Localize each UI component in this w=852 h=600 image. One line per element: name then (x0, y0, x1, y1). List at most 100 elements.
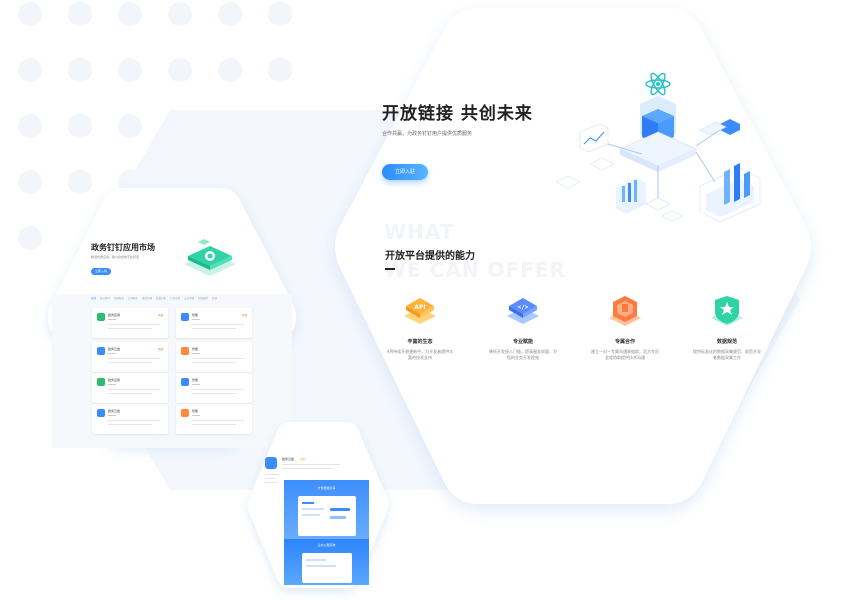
app-desc-line (192, 358, 244, 359)
app-desc-line (192, 362, 236, 363)
hero-subtitle: 合作共赢，为政务钉钉用户提供优质服务 (382, 131, 473, 137)
join-button[interactable]: 立即入驻 (382, 164, 428, 180)
screenshot-panel: 文件便捷共享 (284, 480, 369, 546)
feature-title: 数据规范 (716, 339, 737, 345)
feature-card: 专属合作 建立一对一专属沟通联络群，官方专员全程协助提供技术沟通 (590, 292, 660, 361)
feature-card: API 丰富的生态 API持续开放更新中，为开发者提供丰富的技术支持 (385, 292, 455, 361)
app-card[interactable]: 智能 (176, 373, 252, 403)
app-desc-line (192, 328, 236, 329)
app-desc-line (108, 324, 160, 325)
platform-illustration (555, 72, 761, 223)
shield-star-icon (711, 296, 743, 326)
app-desc-line (108, 420, 160, 421)
cooperation-icon (609, 296, 641, 326)
app-desc-line (108, 362, 152, 363)
app-name: 智能 (192, 409, 199, 413)
app-desc-line (108, 424, 152, 425)
detail-app-name: 政务云盘 (282, 457, 295, 461)
market-category-tabs: 全部 办公协同 党建政务 公共服务 基层治理 数据分析 行业应用 安全管理 智能… (91, 296, 256, 301)
market-title: 政务钉钉应用市场 (91, 243, 155, 252)
app-meta (108, 319, 116, 320)
app-card[interactable]: 智能 免费 (176, 308, 252, 338)
app-card[interactable]: 智能 (176, 342, 252, 372)
app-icon (181, 409, 189, 417)
app-name: 政务应用 (108, 378, 121, 382)
feature-description: 提供标准化的数据采集规范，助您开发者数据采集工作 (693, 349, 761, 360)
market-illustration (184, 239, 236, 276)
app-icon (97, 409, 105, 417)
app-desc-line (192, 324, 244, 325)
detail-price-badge: 免费 (300, 458, 306, 461)
price-badge: 免费 (157, 348, 163, 351)
feature-card: </> 专业赋能 降低开发接入门槛，提高服务质量，为您的业务开发提效 (488, 292, 558, 361)
tab-category[interactable]: 安全管理 (184, 297, 195, 300)
code-icon: </> (507, 298, 539, 324)
tab-category[interactable]: 办公协同 (100, 297, 111, 300)
tab-category[interactable]: 智能硬件 (198, 297, 209, 300)
app-card[interactable]: 政务云盘 (92, 404, 168, 434)
section-title: 开放平台提供的能力 (385, 251, 475, 262)
api-icon: API (404, 298, 436, 324)
app-icon (97, 313, 105, 321)
app-name: 智能 (192, 347, 199, 351)
app-desc-line (108, 358, 160, 359)
app-logo (265, 457, 277, 469)
market-join-button[interactable]: 立即入驻 (91, 268, 111, 275)
section-divider (385, 268, 395, 270)
app-card[interactable]: 智能 (176, 404, 252, 434)
app-desc-line (192, 424, 236, 425)
detail-hexagon-panel: 政务云盘 免费 文件便捷共享 让办公更高效 (246, 420, 390, 590)
tab-all[interactable]: 全部 (91, 297, 97, 300)
svg-text:</>: </> (518, 304, 529, 311)
app-desc-line (192, 389, 244, 390)
panel-title: 文件便捷共享 (317, 486, 336, 490)
feature-card: 数据规范 提供标准化的数据采集规范，助您开发者数据采集工作 (692, 292, 762, 361)
tab-category[interactable]: 行业应用 (170, 297, 181, 300)
app-meta (108, 415, 116, 416)
svg-text:API: API (414, 304, 425, 311)
app-preview-graphic (298, 496, 356, 536)
tab-category[interactable]: 党建政务 (114, 297, 125, 300)
app-desc-line (192, 420, 244, 421)
app-desc-line (108, 393, 152, 394)
app-name: 智能 (192, 313, 199, 317)
app-desc-line (108, 328, 152, 329)
feature-title: 专业赋能 (512, 339, 533, 345)
feature-title: 专属合作 (614, 339, 635, 345)
app-preview-graphic (302, 553, 352, 583)
feature-description: 降低开发接入门槛，提高服务质量，为您的业务开发提效 (489, 349, 557, 360)
app-desc-line (192, 393, 236, 394)
screenshot-panel: 让办公更高效 (284, 539, 369, 585)
hero-title: 开放链接 共创未来 (382, 104, 533, 124)
app-meta (108, 384, 116, 385)
app-name: 政务云盘 (108, 347, 121, 351)
price-badge: 免费 (157, 314, 163, 317)
app-icon (181, 378, 189, 386)
app-card[interactable]: 政务应用 (92, 373, 168, 403)
tab-category[interactable]: 基层治理 (142, 297, 153, 300)
ghost-heading-offer: WE CAN OFFER (384, 258, 566, 282)
app-icon (97, 378, 105, 386)
app-icon (97, 347, 105, 355)
tab-category[interactable]: 数据分析 (156, 297, 167, 300)
price-badge: 免费 (241, 314, 247, 317)
app-meta (192, 384, 200, 385)
atom-icon (645, 72, 671, 96)
app-icon (181, 313, 189, 321)
app-icon (181, 347, 189, 355)
main-hexagon-panel: 开放链接 共创未来 合作共赢，为政务钉钉用户提供优质服务 立即入驻 (328, 6, 818, 506)
app-name: 政务应用 (108, 313, 121, 317)
app-meta (108, 353, 116, 354)
tab-category[interactable]: 其他 (212, 297, 218, 300)
panel-title: 让办公更高效 (317, 543, 336, 547)
app-name: 智能 (192, 378, 199, 382)
feature-description: 建立一对一专属沟通联络群，官方专员全程协助提供技术沟通 (591, 349, 659, 360)
app-card[interactable]: 政务应用 免费 (92, 308, 168, 338)
tab-category[interactable]: 公共服务 (128, 297, 139, 300)
feature-title: 丰富的生态 (407, 339, 433, 345)
app-meta (192, 415, 200, 416)
market-subtitle: 精选优质应用，助力政务数字化转型 (91, 255, 140, 259)
main-hexagon-shape (335, 8, 811, 504)
app-card[interactable]: 政务云盘 免费 (92, 342, 168, 372)
feature-description: API持续开放更新中，为开发者提供丰富的技术支持 (386, 349, 454, 360)
